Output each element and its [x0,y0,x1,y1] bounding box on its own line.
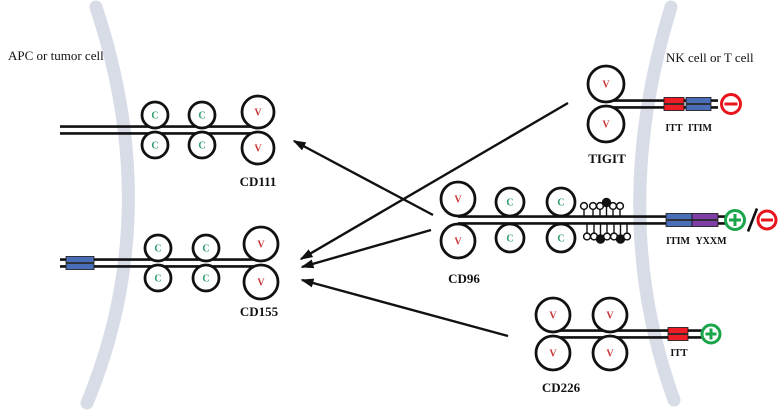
domain-letter: C [202,274,209,285]
receptor-cd96: V V C C C C [439,180,778,286]
cd111-c2-domain-bottom [187,130,217,160]
nk-t-cell-label: NK cell or T cell [666,50,754,65]
tigit-v-domain-bottom [586,104,626,144]
cd96-c2-domain-bottom [545,222,577,254]
cd226-v1-domain-bottom [534,334,572,372]
tigit-itim-motif [685,97,712,104]
cd96-yxxm-motif [691,213,719,220]
cd96-itim-motif [665,220,693,227]
cd111-c2-domain-top [187,100,217,130]
cd111-c1-domain-bottom [140,130,170,160]
ligand-cd155: C C C C V V CD155 [60,225,280,319]
cd96-c1-domain-top [494,186,526,218]
domain-letter: V [606,349,614,360]
tigit-itim-motif [685,104,712,111]
domain-letter: C [198,141,205,152]
domain-letter: V [257,278,265,289]
cd96-itim-label: ITIM [666,236,690,247]
cd226-itt-motif [667,334,689,341]
tigit-name-label: TIGIT [588,151,626,166]
domain-letter: C [154,244,161,255]
domain-letter: V [254,108,262,119]
domain-letter: V [549,349,557,360]
domain-letter: V [254,144,262,155]
cd155-v-domain-bottom [242,263,280,301]
cd155-c1-domain-bottom [143,263,173,293]
apc-tumor-cell-label: APC or tumor cell [8,48,104,63]
nk-t-cell-membrane [633,0,681,407]
cd226-itt-label: ITT [670,348,688,359]
cd96-glycosylation-icons [579,197,632,244]
arrow-tigit-to-cd155 [299,101,569,261]
domain-letter: V [454,195,462,206]
domain-letter: V [454,237,462,248]
cd226-v1-domain-top [534,296,572,334]
arrow-cd96-to-cd155 [300,228,432,269]
cd155-c2-domain-top [191,233,221,263]
cd111-v-domain-top [240,94,276,130]
cd96-name-label: CD96 [448,271,480,286]
cd96-itim-motif [665,213,693,220]
slash-separator [746,208,759,232]
domain-letter: V [602,120,610,131]
cd111-name-label: CD111 [240,174,277,189]
cd155-intracellular-motif [65,263,95,270]
tigit-itt-motif [663,104,685,111]
cd111-c1-domain-top [140,100,170,130]
cd155-intracellular-motif [65,256,95,263]
domain-letter: C [557,234,564,245]
tigit-itim-label: ITIM [688,123,712,134]
cd226-v2-domain-top [591,296,629,334]
cd155-c2-domain-bottom [191,263,221,293]
cd96-c2-domain-top [545,186,577,218]
cd226-name-label: CD226 [542,380,581,395]
cd96-c1-domain-bottom [494,222,526,254]
ligand-cd111: C C C C V V CD111 [60,94,277,189]
cd96-v-domain-bottom [439,222,477,260]
interaction-arrows [292,101,569,338]
cd155-c1-domain-top [143,233,173,263]
domain-letter: V [257,240,265,251]
domain-letter: C [202,244,209,255]
arrow-cd226-to-cd155 [300,278,509,338]
cd226-v2-domain-bottom [591,334,629,372]
domain-letter: C [506,198,513,209]
apc-tumor-cell-membrane [80,0,135,410]
domain-letter: C [154,274,161,285]
cd96-v-domain-top [439,180,477,218]
cd96-yxxm-motif [691,220,719,227]
receptor-tigit: V V ITT ITIM TIGIT [586,64,742,166]
domain-letter: C [557,198,564,209]
domain-letter: C [151,141,158,152]
domain-letter: C [198,111,205,122]
tigit-itt-motif [663,97,685,104]
domain-letter: V [549,311,557,322]
domain-letter: V [602,80,610,91]
receptor-cd226: V V V V ITT CD226 [534,296,722,395]
domain-letter: C [151,111,158,122]
cd111-v-domain-bottom [240,130,276,166]
cd226-itt-motif [667,327,689,334]
domain-letter: V [606,311,614,322]
cd155-v-domain-top [242,225,280,263]
cd96-yxxm-label: YXXM [695,236,727,247]
cd155-name-label: CD155 [240,304,279,319]
domain-letter: C [506,234,513,245]
arrow-cd96-to-cd111 [292,139,434,217]
tigit-itt-label: ITT [665,123,683,134]
tigit-v-domain-top [586,64,626,104]
